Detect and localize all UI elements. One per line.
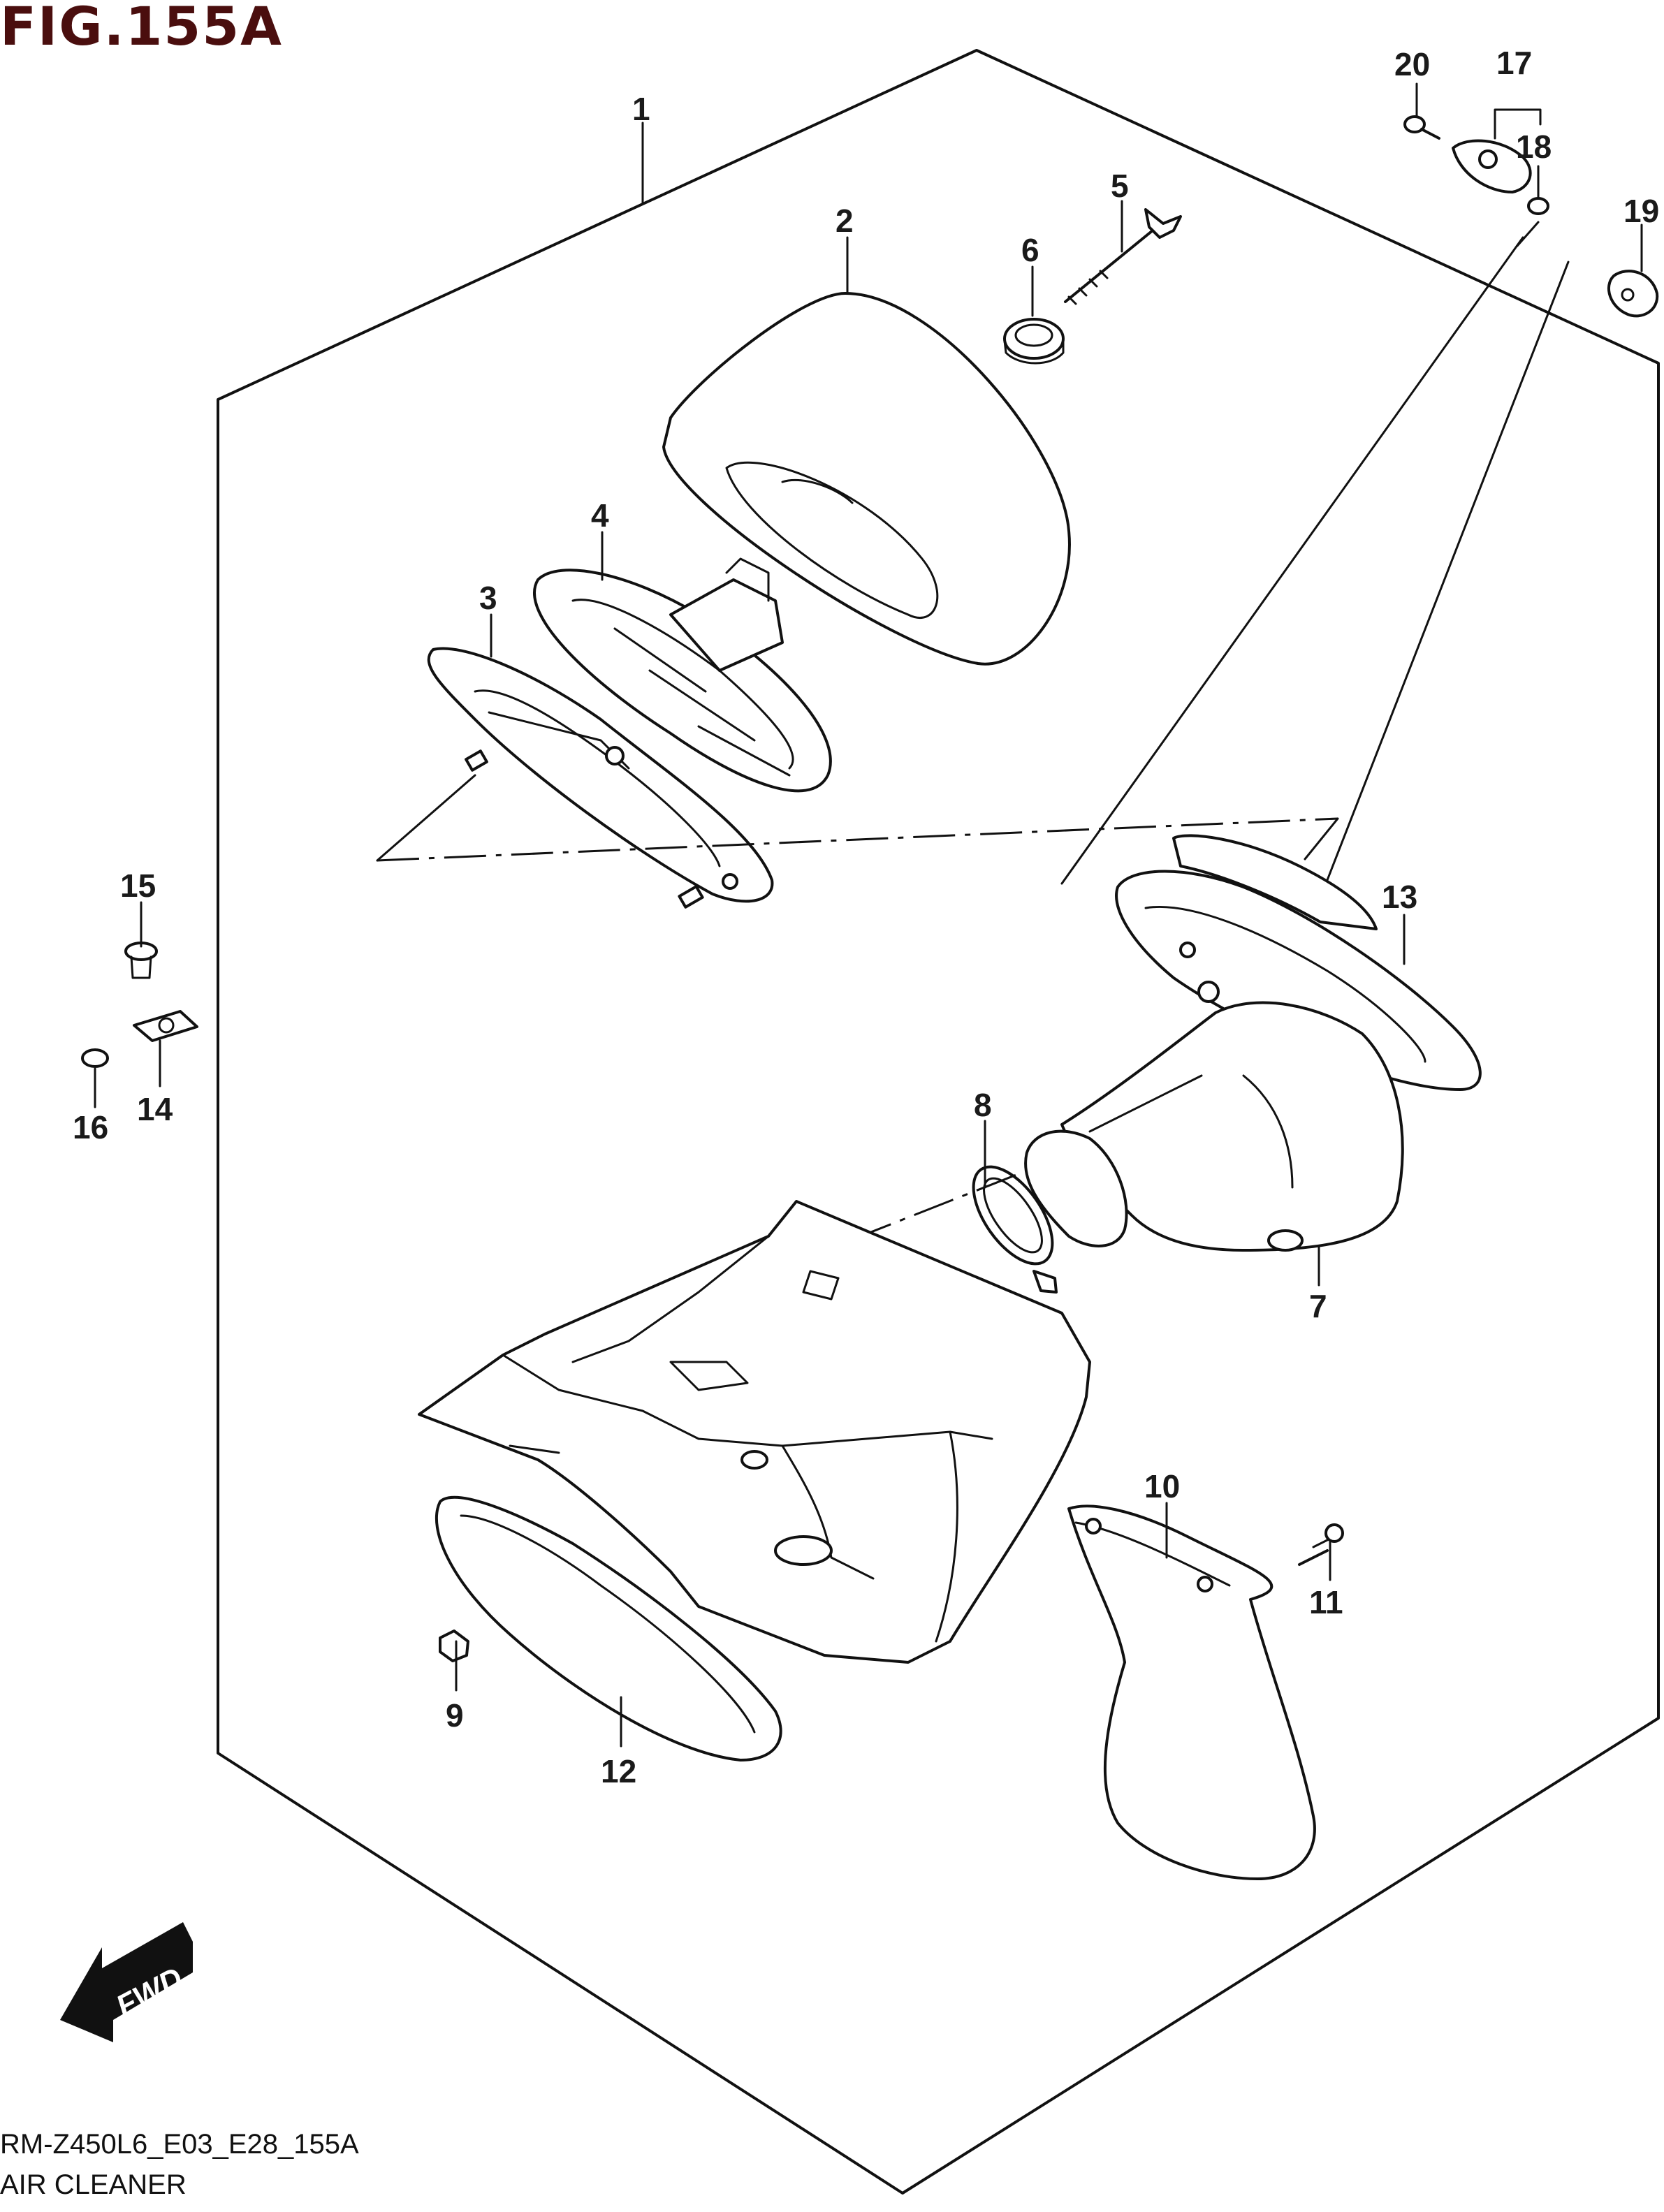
- callout-11: 11: [1309, 1584, 1343, 1620]
- callout-4: 4: [591, 497, 609, 534]
- small-screw: [1403, 115, 1440, 140]
- intake-flange: [1115, 834, 1482, 1091]
- callout-16: 16: [73, 1109, 108, 1145]
- box-gasket: [435, 1495, 782, 1761]
- callout-5: 5: [1111, 168, 1129, 204]
- callout-19: 19: [1623, 193, 1659, 229]
- duct-clamp: [972, 1165, 1058, 1294]
- washer: [1003, 318, 1065, 365]
- air-box-housing: [418, 1200, 1091, 1664]
- callout-9: 9: [446, 1697, 464, 1734]
- callout-2: 2: [835, 203, 854, 239]
- callout-10: 10: [1144, 1468, 1180, 1504]
- guide-line: [376, 774, 476, 862]
- cover-screw: [1298, 1523, 1344, 1566]
- air-filter-element: [662, 292, 1071, 666]
- filter-holder: [427, 647, 774, 909]
- figure-name: AIR CLEANER: [0, 2169, 187, 2200]
- callout-3: 3: [479, 580, 497, 616]
- bracket-bolt: [124, 942, 158, 979]
- side-cover: [1067, 1504, 1316, 1880]
- guide-line: [1060, 236, 1524, 885]
- callout-labels: 1 2 3 4 5 6 7 8 9 10 11 12 13 14 15 16 1…: [73, 45, 1659, 1789]
- intake-duct: [1024, 1001, 1404, 1252]
- callout-14: 14: [137, 1091, 173, 1127]
- filter-cage: [533, 557, 832, 793]
- callout-1: 1: [632, 91, 650, 127]
- guide-line: [1326, 261, 1570, 881]
- small-nut: [439, 1629, 469, 1662]
- breather-connector: [1452, 139, 1549, 215]
- rubber-plate: [1607, 270, 1659, 318]
- callout-13: 13: [1382, 879, 1417, 915]
- clip-nut: [133, 1010, 198, 1042]
- wing-bolt: [1064, 208, 1182, 305]
- guide-line: [377, 817, 1338, 862]
- callout-7: 7: [1309, 1288, 1327, 1324]
- figure-code: RM-Z450L6_E03_E28_155A: [0, 2129, 359, 2160]
- callout-17: 17: [1496, 45, 1532, 81]
- callout-12: 12: [601, 1753, 636, 1789]
- callout-18: 18: [1516, 129, 1552, 165]
- assembly-boundary: [217, 49, 1660, 2195]
- callout-8: 8: [974, 1087, 992, 1123]
- callout-15: 15: [120, 867, 156, 904]
- callout-6: 6: [1021, 232, 1039, 268]
- guide-line: [1516, 221, 1540, 247]
- guide-line: [1304, 817, 1339, 860]
- callout-leaders: [94, 82, 1643, 1748]
- callout-20: 20: [1394, 46, 1430, 82]
- washer-small: [81, 1048, 109, 1068]
- figure-title: FIG.155A: [0, 0, 283, 57]
- fwd-arrow-icon: FWD: [60, 1922, 193, 2042]
